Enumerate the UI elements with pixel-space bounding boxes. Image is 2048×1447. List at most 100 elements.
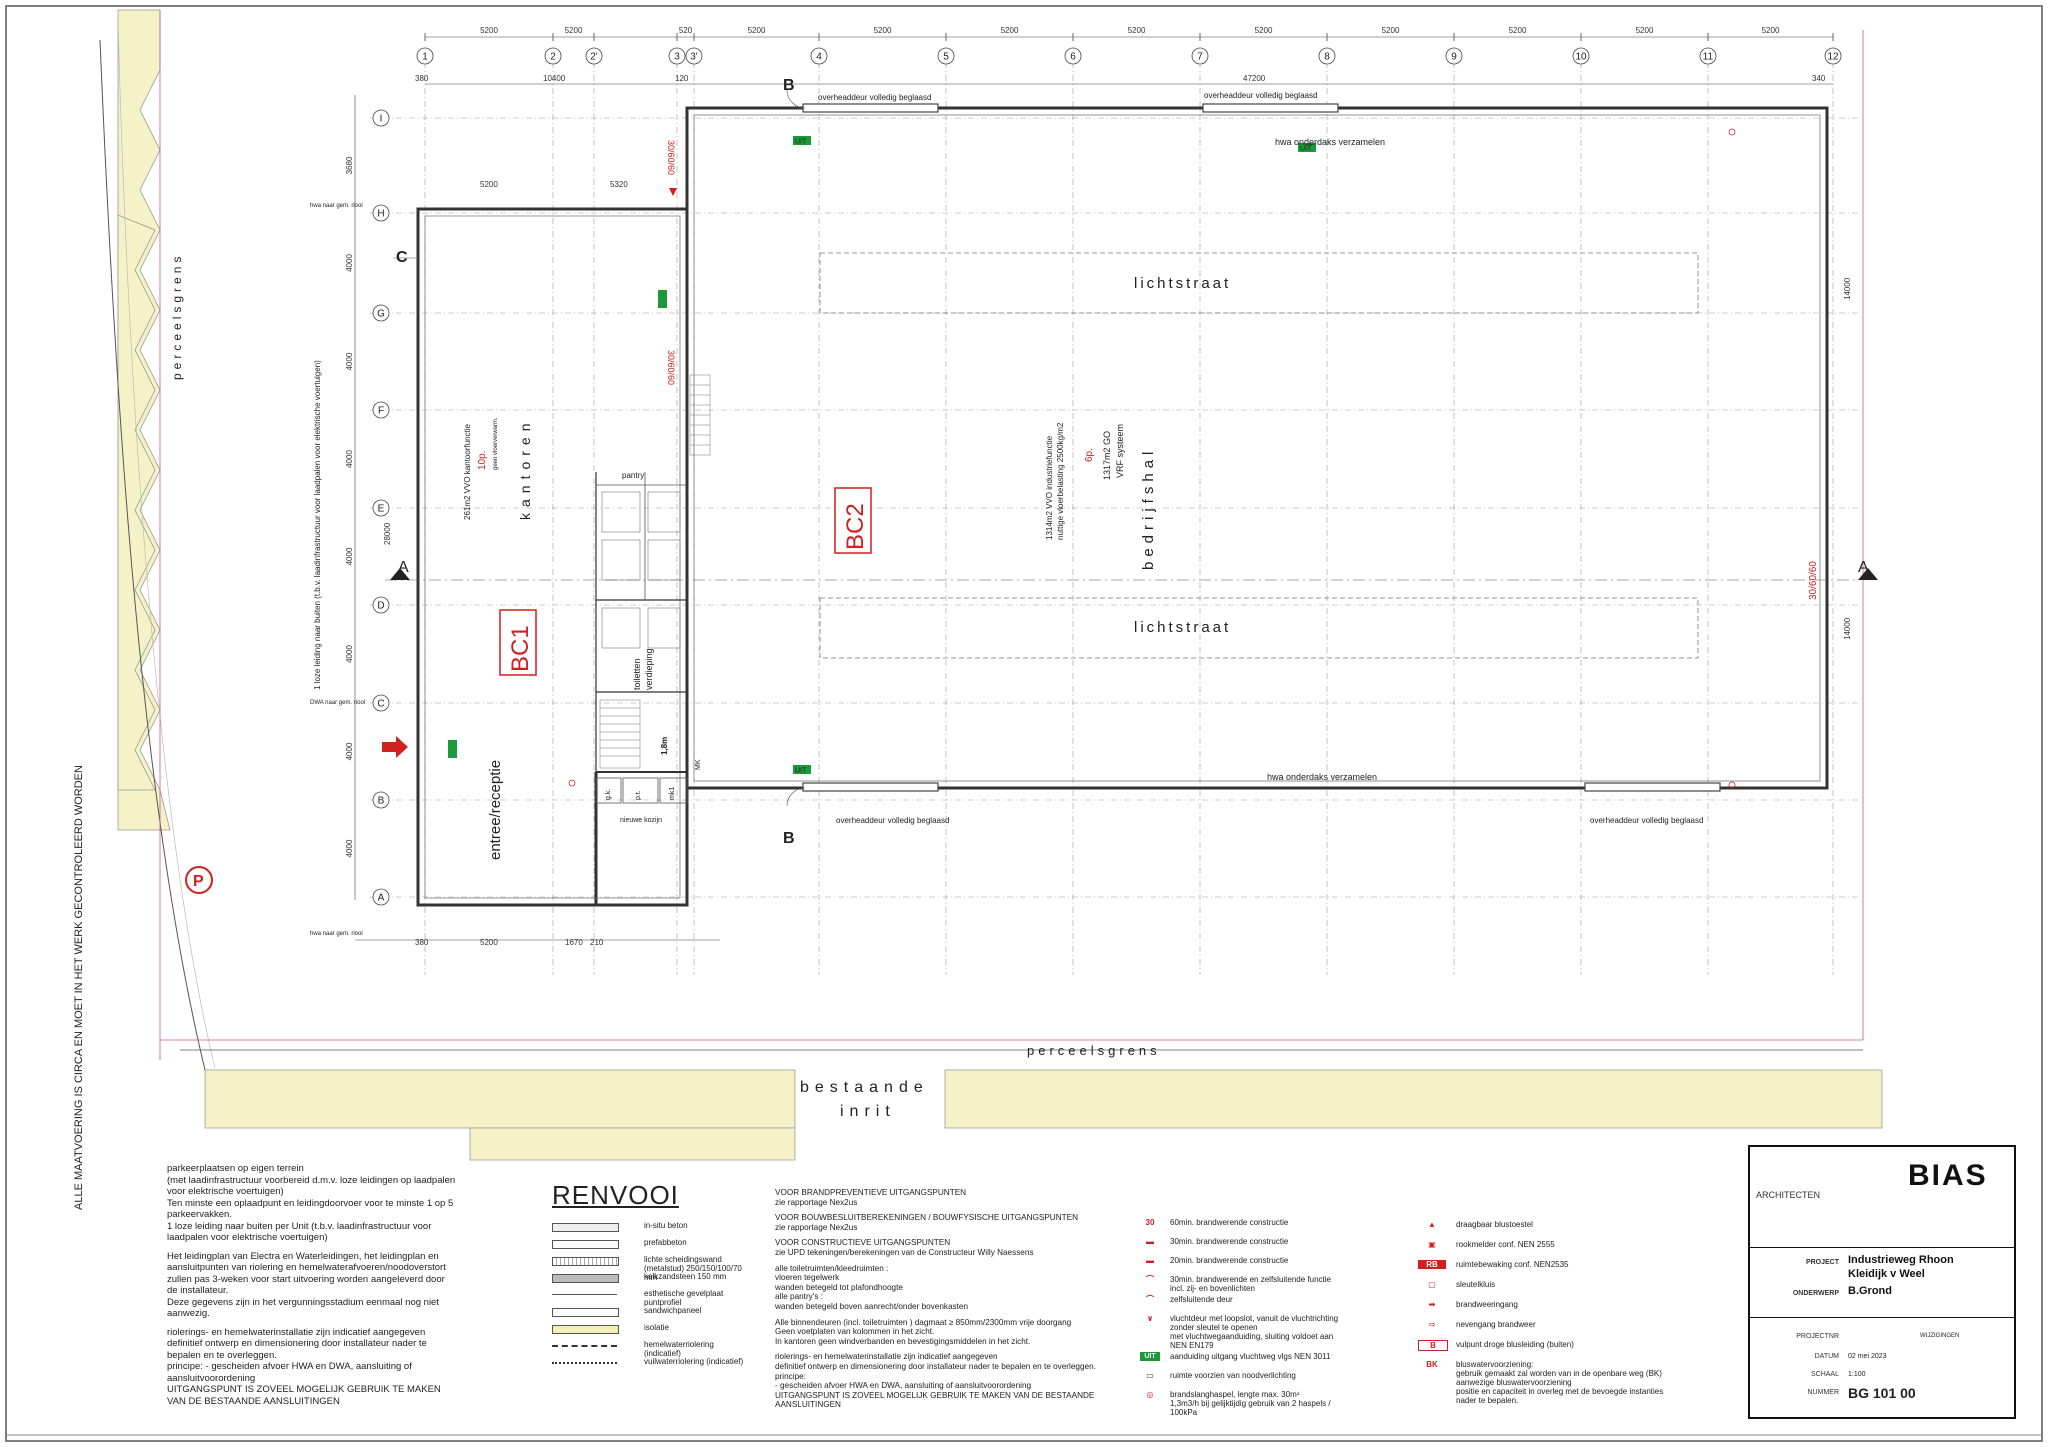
top-dim-label: 5200 [1128,26,1146,35]
equipment-legend: ▲draagbaar blustoestel ▣rookmelder conf.… [1418,1220,1678,1408]
escape-door-icon: ∨ [1146,1314,1154,1323]
grid-bubble-column [685,47,703,65]
hwa-naar-label: hwa naar gem. riool [310,203,363,209]
fire-20-icon: ▬ [1146,1256,1154,1265]
fire-legend-row: ⌒30min. brandwerende en zelfsluitende fu… [1110,1275,1340,1293]
key-safe-icon: ▢ [1428,1280,1436,1289]
grid-label-row: F [378,406,384,417]
legend-row: hemelwaterriolering (indicatief) [552,1339,752,1358]
section-a-left: A [398,559,409,576]
office-dim-2: 5320 [610,180,628,189]
overhead-doors [802,103,1721,792]
grid-label-column: 2 [550,52,556,63]
hose-reel-icon [568,779,576,787]
secondary-entrance-icon: ⇨ [1428,1320,1436,1329]
hose-reel-icon [1728,781,1736,789]
bc1-label: BC1 [507,625,534,672]
section-c: C [396,249,408,266]
firm-subtitle: ARCHITECTEN [1756,1190,1821,1200]
entree-label: entree/receptie [487,760,504,860]
exit-label: UIT [795,768,807,775]
structural-grid [370,62,1860,975]
vertical-note: ALLE MAATVOERING IS CIRCA EN MOET IN HET… [73,765,85,1210]
inrit-label: inrit [840,1103,896,1120]
door-top-2-label: overheaddeur volledig beglaasd [1204,91,1317,100]
fire-legend-row: ◎brandslanghaspel, lengte max. 30m¹ 1,3m… [1110,1390,1340,1417]
bottom-dim-2: 5200 [480,938,498,947]
grid-label-row: I [380,114,383,125]
grid-bubble-row [372,204,390,222]
fire-entrance-icon: ➡ [1428,1300,1436,1309]
section-b-top: B [783,77,795,94]
left-dim-label: 3680 [345,156,354,174]
bottom-dim-3: 1670 [565,938,583,947]
legend-row: in-situ beton [552,1220,752,1237]
emergency-light-icon: ▭ [1146,1371,1154,1380]
grid-bubble-row [372,791,390,809]
grid-bubble-row [372,401,390,419]
grid-bubble-column [668,47,686,65]
grid-bubble-column [1572,47,1590,65]
grid-bubble-column [585,47,603,65]
right-dim-2: 14000 [1843,617,1852,640]
grid-label-column: 7 [1197,52,1203,63]
grid-label-row: H [377,209,384,220]
grid-bubble-row [372,499,390,517]
grid-bubble-column [1824,47,1842,65]
pantry-label: pantry [622,471,644,480]
grid-bubble-column [1699,47,1717,65]
grid-label-column: 10 [1575,52,1587,63]
verdieping-label: verdieping [644,648,654,690]
office-go: geen vloerverwarm. [493,417,499,470]
date-key: DATUM [1814,1353,1839,1360]
perceelsgrens-left-label: perceelsgrens [170,253,184,380]
grid-bubble-row [372,694,390,712]
smoke-detector-icon: ▣ [1428,1240,1436,1249]
legend-row: sandwichpaneel [552,1305,752,1322]
renvooi-legend: in-situ beton prefabbeton lichte scheidi… [552,1220,752,1373]
hall-area: 1317m2 GO [1102,431,1112,480]
bestaande-label: bestaande [800,1079,929,1096]
wijzigingen-key: WIJZIGINGEN [1920,1333,1960,1339]
loze-leiding-note: 1 loze leiding naar buiten (t.b.v. laadi… [313,360,322,690]
mid-note: VOOR CONSTRUCTIEVE UITGANGSPUNTEN zie UP… [775,1238,1034,1257]
grid-bubble-row [372,109,390,127]
project-value-2: Kleidijk v Weel [1848,1268,1925,1280]
parking-icon: P [185,866,213,894]
hwa-bottom-label: hwa onderdaks verzamelen [1267,772,1377,782]
grid-label-row: E [378,504,385,515]
grid-label-column: 3 [674,52,680,63]
top-dim-label: 5200 [874,26,892,35]
kantoren-label: kantoren [517,418,533,520]
door-bottom-1-label: overheaddeur volledig beglaasd [836,816,949,825]
equipment-legend-row: ▣rookmelder conf. NEN 2555 [1418,1240,1678,1257]
equipment-legend-row: ▢sleutelkluis [1418,1280,1678,1297]
left-dim-label: 4000 [345,547,354,565]
mid-note: alle toiletruimten/kleedruimten : vloere… [775,1263,969,1311]
section-b-bottom: B [783,830,795,847]
top-dim-label: 520 [679,26,693,35]
grid-label-row: C [377,699,384,710]
top-dim-label: 5200 [1382,26,1400,35]
fire-30-icon: ▬ [1146,1237,1154,1246]
office-dim-1: 5200 [480,180,498,189]
equipment-legend-row: ➡brandweeringang [1418,1300,1678,1317]
exit-sign-icon: UIT [1140,1352,1160,1361]
scale-value: 1:100 [1848,1371,1866,1378]
fire-60-icon: 30 [1145,1218,1155,1227]
bc2-badge: BC2 [834,487,872,554]
lichtstraat-top-label: lichtstraat [1134,275,1231,292]
top-dim-label: 5200 [1509,26,1527,35]
office-info: 261m2 VVO kantoorfunctie [463,423,472,520]
grid-bubble-column [1318,47,1336,65]
date-value: 02 mei 2023 [1848,1353,1887,1360]
grid-label-column: 4 [816,52,822,63]
top-dim-label: 5200 [1255,26,1273,35]
subject-value: B.Grond [1848,1285,1892,1297]
grid-label-row: A [378,893,385,904]
sub-dim-3: 120 [675,74,689,83]
mid-note: VOOR BOUWBESLUITBEREKENINGEN / BOUWFYSIS… [775,1213,1078,1232]
